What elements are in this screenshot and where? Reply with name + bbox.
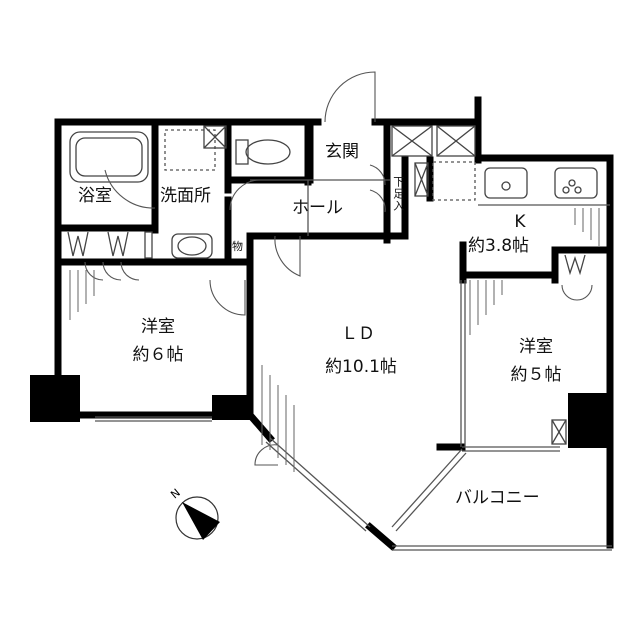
kitchen-sink-icon	[484, 167, 528, 199]
room-label-bath: 浴室	[78, 186, 112, 206]
thin-lines	[95, 129, 612, 551]
pillars	[30, 375, 613, 448]
room-label-storage: 物	[232, 240, 243, 253]
svg-text:N: N	[168, 486, 183, 501]
room-label-shoe-storage: 下足入	[391, 176, 405, 212]
room-label-kitchen: K	[514, 212, 526, 232]
bathtub-icon	[69, 131, 149, 183]
hatching	[69, 208, 600, 472]
room-label-ld: ＬＤ	[341, 324, 375, 344]
room-label-balcony: バルコニー	[455, 488, 540, 508]
door-swings	[84, 71, 593, 466]
fixtures	[67, 131, 598, 276]
stove-icon	[554, 167, 598, 199]
compass-icon: N	[168, 486, 220, 540]
toilet-icon	[235, 139, 249, 165]
room-label-entrance: 玄関	[325, 142, 359, 162]
room-label-hall: ホール	[292, 198, 343, 218]
walls	[54, 96, 614, 551]
duct-boxes	[144, 125, 567, 445]
room-size-ld: 約10.1帖	[325, 357, 397, 377]
room-size-western-2: 約５帖	[510, 365, 562, 385]
sink-icon	[171, 233, 213, 259]
room-label-western-2: 洋室	[519, 337, 553, 357]
room-size-kitchen: 約3.8帖	[468, 236, 530, 256]
room-size-western-1: 約６帖	[132, 345, 184, 365]
room-label-western-1: 洋室	[141, 317, 175, 337]
room-label-washroom: 洗面所	[160, 186, 211, 206]
